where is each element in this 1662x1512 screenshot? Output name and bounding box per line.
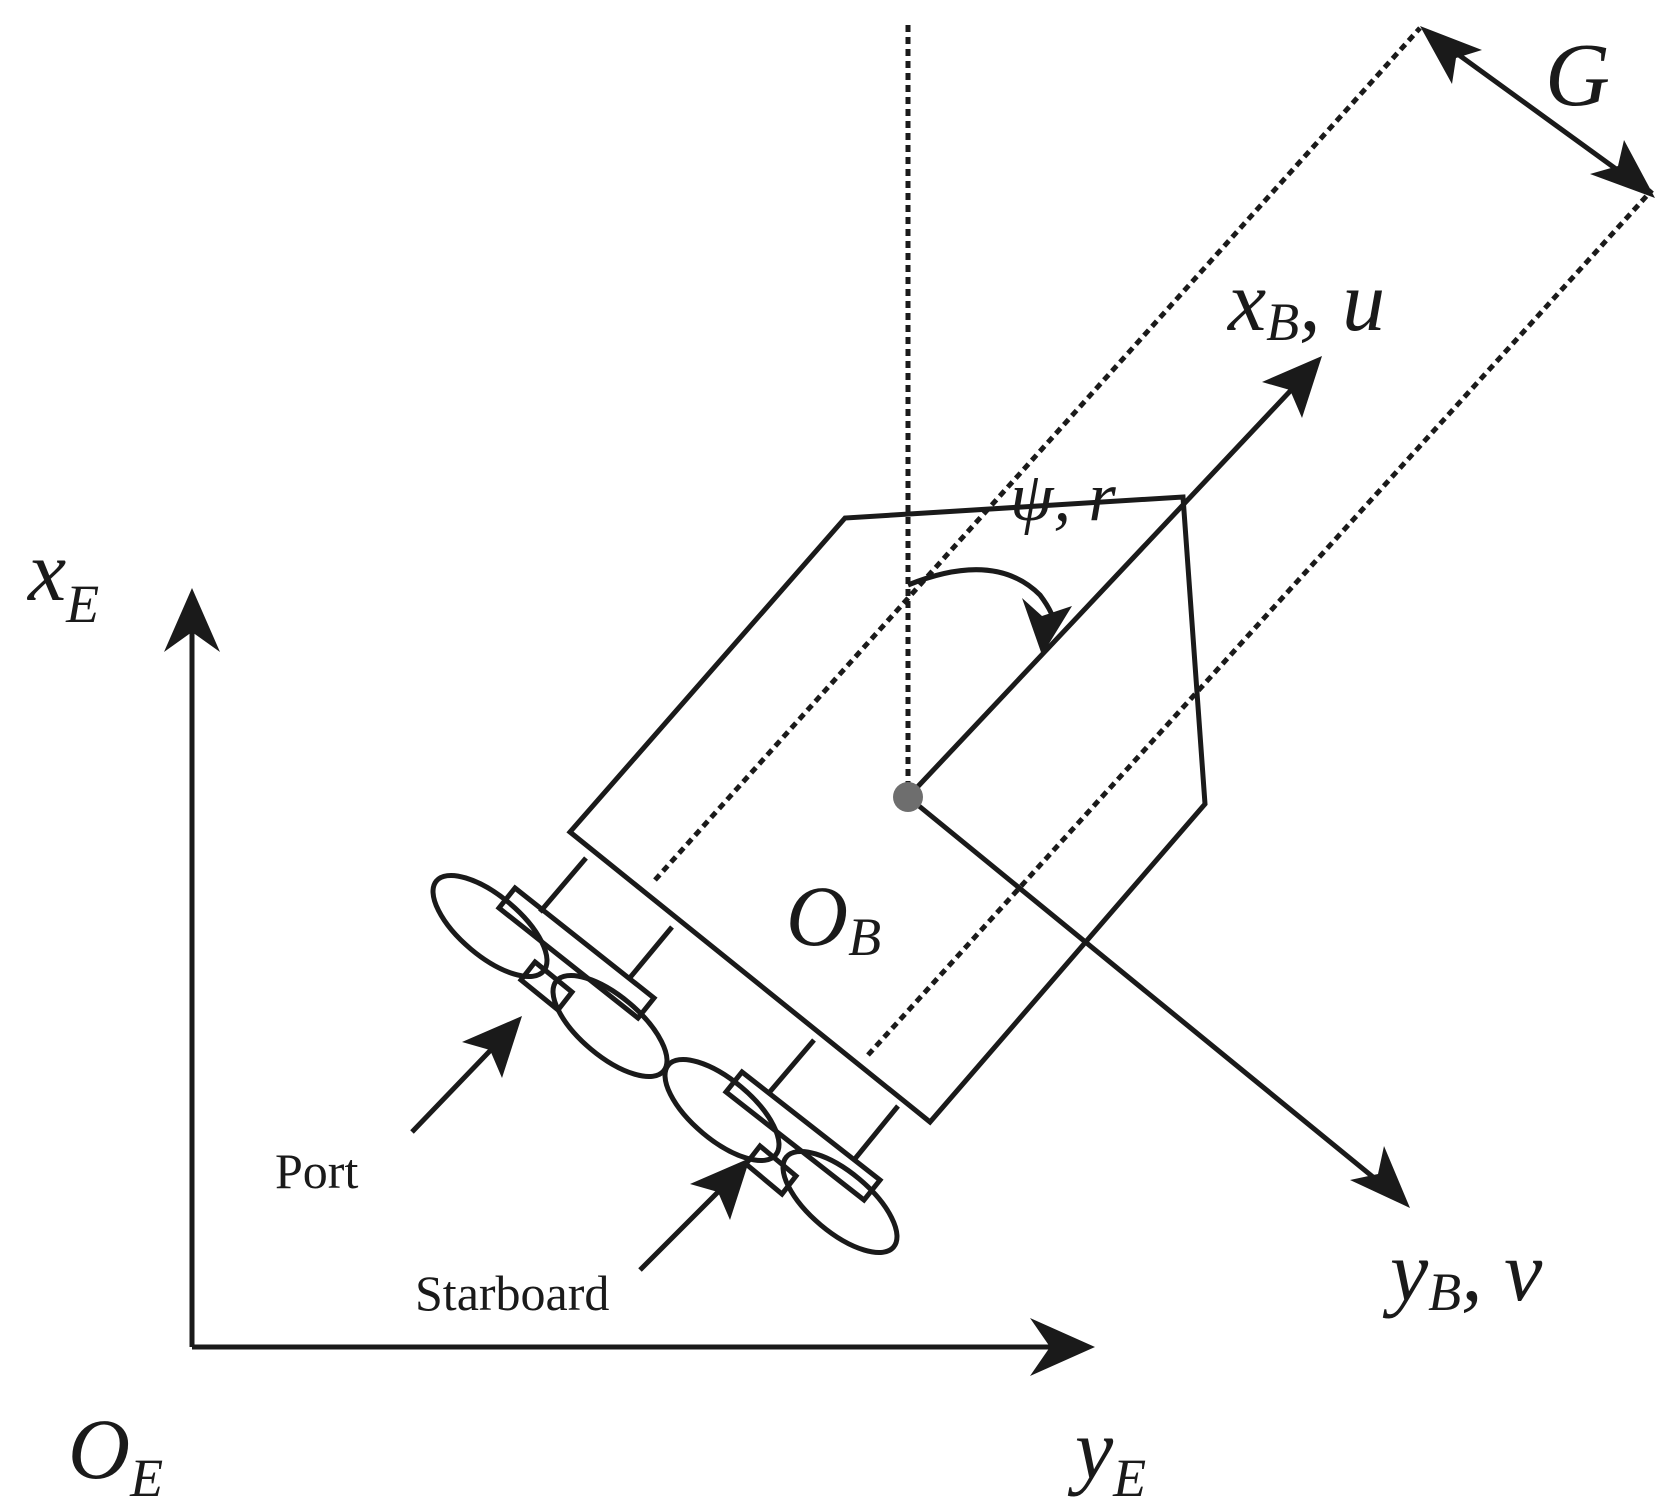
- label-psi-r: ψ, r: [1010, 459, 1116, 536]
- port-centerline: [653, 26, 1422, 882]
- label-yE: yE: [1067, 1401, 1146, 1508]
- starboard-pointer-arrowhead: [690, 1158, 750, 1220]
- width-G-arrowhead-bottom: [1590, 140, 1655, 198]
- label-xB-u: xB, u: [1226, 253, 1385, 352]
- body-y-axis-arrowhead: [1350, 1146, 1410, 1208]
- body-y-axis: [906, 795, 1397, 1197]
- label-OB: OB: [786, 868, 881, 967]
- earth-y-axis-arrowhead: [1030, 1318, 1095, 1376]
- body-origin-point: [893, 782, 923, 812]
- label-OE: OE: [68, 1401, 163, 1508]
- label-starboard: Starboard: [415, 1265, 609, 1321]
- body-x-axis-arrowhead: [1262, 356, 1322, 418]
- width-G-arrowhead-top: [1420, 26, 1482, 84]
- label-yB-v: yB, v: [1382, 1223, 1543, 1322]
- port-thruster: [430, 856, 674, 1080]
- width-G-arrow: [1428, 31, 1647, 193]
- body-x-axis: [906, 368, 1312, 799]
- earth-x-axis-arrowhead: [164, 588, 220, 652]
- starboard-thruster: [662, 1038, 900, 1256]
- vessel-hull: [566, 494, 1208, 1126]
- label-xE: xE: [26, 523, 99, 634]
- yaw-angle-arrowhead: [1022, 598, 1072, 655]
- label-G: G: [1545, 26, 1610, 125]
- starboard-centerline: [866, 188, 1654, 1057]
- label-port: Port: [275, 1143, 358, 1199]
- port-pointer-arrowhead: [462, 1016, 522, 1078]
